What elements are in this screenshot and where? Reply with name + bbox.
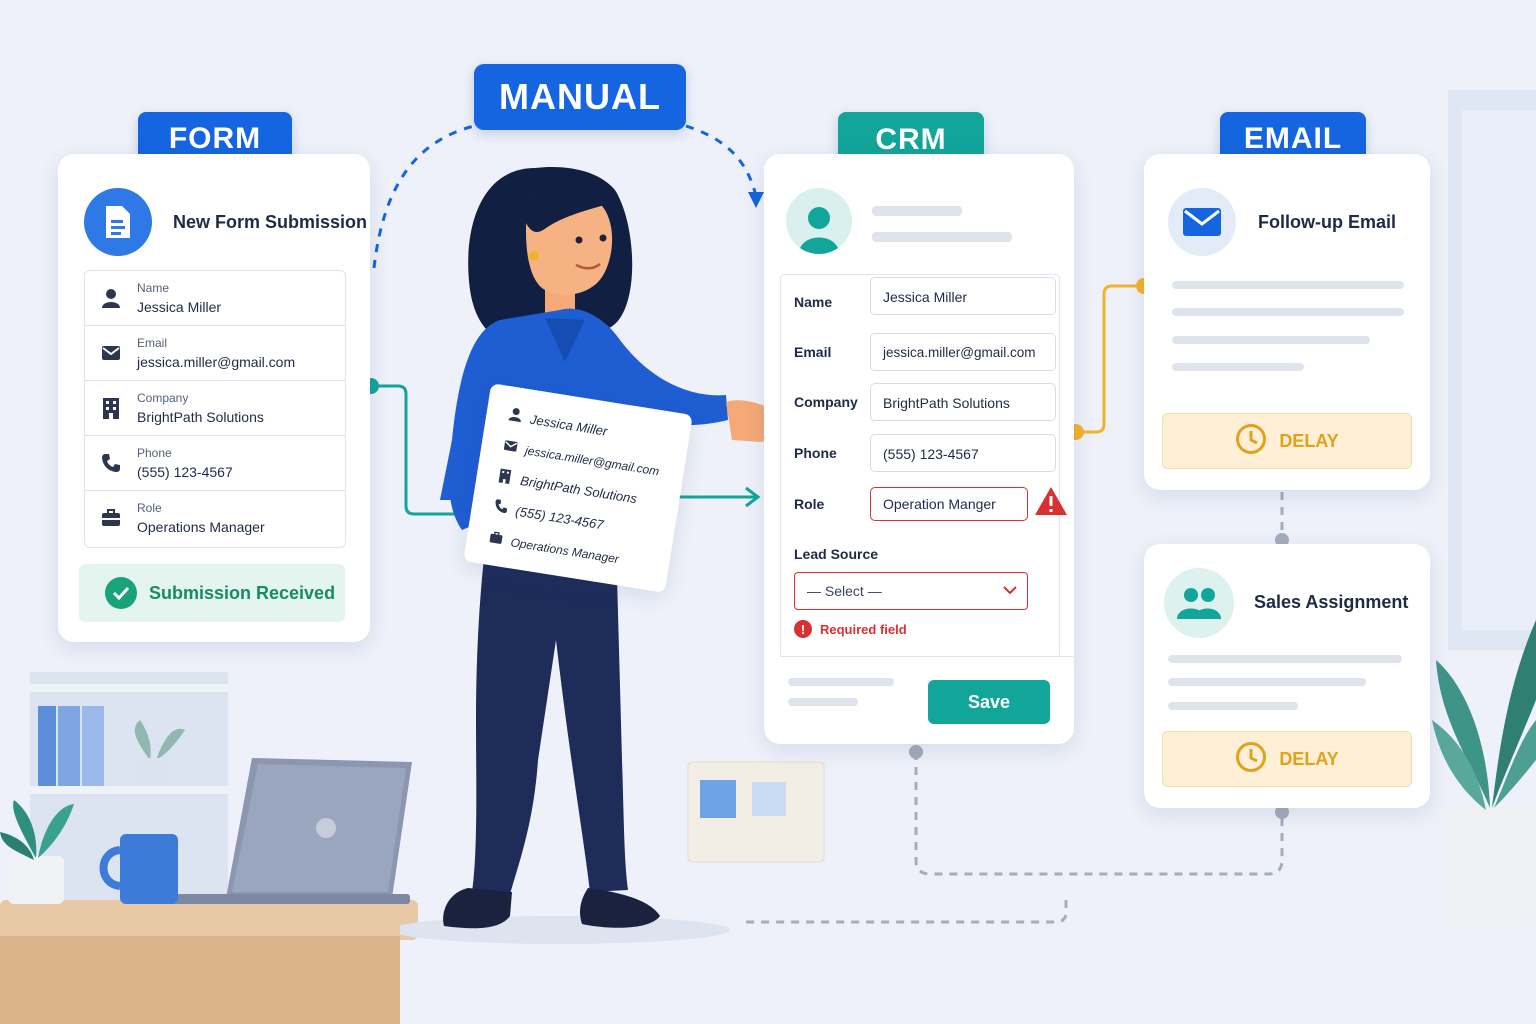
- stage-tag-manual: MANUAL: [474, 64, 686, 130]
- lead-source-select[interactable]: — Select —: [794, 572, 1028, 610]
- form-fields-list: Name Jessica Miller Email jessica.miller…: [84, 270, 346, 548]
- building-icon: [85, 397, 137, 419]
- form-submission-card: New Form Submission Name Jessica Miller …: [58, 154, 370, 642]
- form-field-name: Name Jessica Miller: [85, 271, 345, 326]
- error-circle-icon: !: [794, 620, 812, 638]
- document-icon: [84, 188, 152, 256]
- sheet-line-name: Jessica Miller: [506, 400, 691, 459]
- clock-icon: [1235, 741, 1267, 778]
- placeholder-bar: [1172, 363, 1304, 371]
- team-users-icon: [1164, 568, 1234, 638]
- contact-avatar-icon: [786, 188, 852, 254]
- form-field-value: Jessica Miller: [137, 299, 222, 315]
- form-field-role: Role Operations Manager: [85, 491, 345, 545]
- crm-label-phone: Phone: [794, 445, 837, 461]
- briefcase-icon: [488, 529, 513, 550]
- placeholder-bar: [1172, 308, 1404, 316]
- submission-status-banner: Submission Received: [79, 564, 345, 622]
- form-field-phone: Phone (555) 123-4567: [85, 436, 345, 491]
- placeholder-bar: [1172, 336, 1370, 344]
- form-field-label: Role: [137, 501, 162, 515]
- placeholder-bar: [1168, 702, 1298, 710]
- crm-divider: [780, 656, 1074, 657]
- phone-icon: [492, 498, 517, 520]
- sheet-line-email: jessica.miller@gmail.com: [501, 431, 686, 490]
- delay-label: DELAY: [1279, 748, 1339, 769]
- crm-company-field[interactable]: BrightPath Solutions: [870, 383, 1056, 421]
- placeholder-bar: [788, 698, 858, 706]
- crm-label-company: Company: [794, 394, 858, 410]
- person-icon: [85, 288, 137, 308]
- envelope-icon: [502, 437, 527, 458]
- placeholder-bar: [872, 206, 962, 216]
- form-field-value: jessica.miller@gmail.com: [137, 354, 296, 370]
- envelope-icon: [85, 345, 137, 361]
- form-field-label: Phone: [137, 446, 172, 460]
- form-field-company: Company BrightPath Solutions: [85, 381, 345, 436]
- copied-data-sheet: Jessica Miller jessica.miller@gmail.com …: [463, 383, 693, 593]
- building-icon: [497, 467, 522, 490]
- crm-fields-panel: [780, 274, 1060, 657]
- lead-source-value: — Select —: [807, 583, 882, 599]
- sales-assignment-card: Sales Assignment DELAY: [1144, 544, 1430, 808]
- crm-label-role: Role: [794, 496, 825, 512]
- warning-triangle-icon: [1034, 486, 1068, 521]
- form-card-title: New Form Submission: [173, 212, 368, 232]
- crm-label-email: Email: [794, 344, 832, 360]
- sheet-line-phone: (555) 123-4567: [491, 492, 676, 551]
- sheet-line-role: Operations Manager: [487, 523, 672, 582]
- person-icon: [507, 406, 532, 428]
- placeholder-bar: [1168, 655, 1402, 663]
- form-field-value: Operations Manager: [137, 519, 265, 535]
- form-field-value: (555) 123-4567: [137, 464, 233, 480]
- crm-role-field[interactable]: Operation Manger: [870, 487, 1028, 521]
- form-field-label: Email: [137, 336, 168, 350]
- crm-email-field[interactable]: jessica.miller@gmail.com: [870, 333, 1056, 371]
- sheet-text: Jessica Miller: [529, 411, 609, 439]
- form-field-label: Company: [137, 391, 189, 405]
- form-field-email: Email jessica.miller@gmail.com: [85, 326, 345, 381]
- briefcase-icon: [85, 509, 137, 527]
- clock-icon: [1235, 423, 1267, 460]
- check-circle-icon: [105, 577, 137, 609]
- submission-status-text: Submission Received: [149, 582, 336, 603]
- required-field-error: ! Required field: [794, 620, 907, 638]
- crm-record-card: Name Jessica Miller Email jessica.miller…: [764, 154, 1074, 744]
- form-field-value: BrightPath Solutions: [137, 409, 264, 425]
- chevron-down-icon: [1003, 582, 1017, 600]
- phone-icon: [85, 453, 137, 473]
- error-text: Required field: [820, 621, 907, 637]
- delay-label: DELAY: [1279, 430, 1339, 451]
- crm-label-name: Name: [794, 294, 833, 310]
- email-delay-step[interactable]: DELAY: [1162, 413, 1412, 469]
- sheet-line-company: BrightPath Solutions: [496, 462, 681, 521]
- crm-phone-field[interactable]: (555) 123-4567: [870, 434, 1056, 472]
- email-envelope-icon: [1168, 188, 1236, 256]
- placeholder-bar: [1172, 281, 1404, 289]
- placeholder-bar: [872, 232, 1012, 242]
- crm-name-field[interactable]: Jessica Miller: [870, 277, 1056, 315]
- lead-source-label: Lead Source: [794, 546, 879, 562]
- save-button[interactable]: Save: [928, 680, 1050, 724]
- sales-delay-step[interactable]: DELAY: [1162, 731, 1412, 787]
- email-card-title: Follow-up Email: [1258, 212, 1396, 232]
- follow-up-email-card: Follow-up Email DELAY: [1144, 154, 1430, 490]
- placeholder-bar: [1168, 678, 1366, 686]
- placeholder-bar: [788, 678, 894, 686]
- sales-card-title: Sales Assignment: [1254, 592, 1409, 612]
- form-field-label: Name: [137, 281, 170, 295]
